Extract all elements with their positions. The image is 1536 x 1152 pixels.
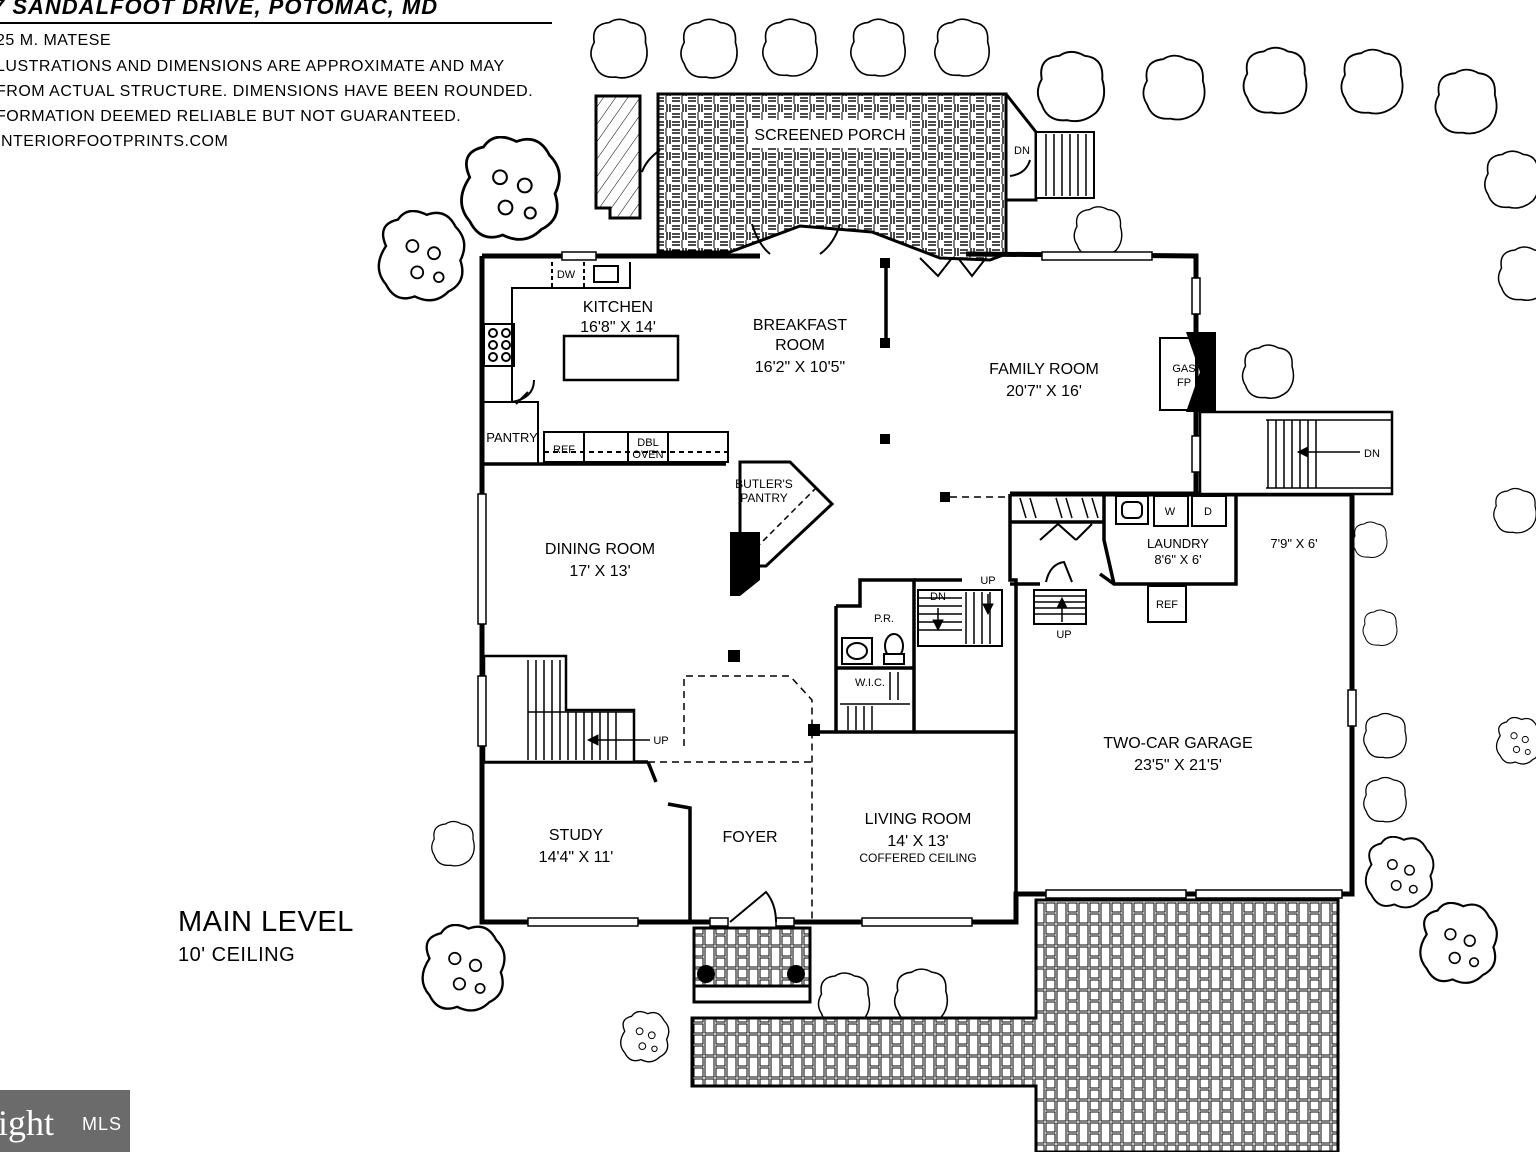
label-butlers-1: BUTLER'S bbox=[735, 477, 793, 491]
interior-walls bbox=[482, 260, 1238, 922]
front-step bbox=[692, 984, 812, 1004]
level-title: MAIN LEVEL bbox=[178, 906, 354, 938]
ceiling-height: 10' CEILING bbox=[178, 944, 296, 966]
dim-study: 14'4" X 11' bbox=[539, 849, 614, 866]
structural-columns bbox=[728, 258, 950, 736]
dim-garage: 23'5" X 21'5' bbox=[1134, 757, 1222, 774]
label-dryer: D bbox=[1204, 506, 1212, 518]
room-labels: SCREENED PORCH KITCHEN 16'8" X 14' BREAK… bbox=[539, 127, 1318, 866]
header-rule bbox=[0, 22, 552, 24]
dim-breakfast: 16'2" X 10'5" bbox=[755, 359, 845, 376]
label-garage: TWO-CAR GARAGE bbox=[1103, 735, 1252, 752]
label-family-room: FAMILY ROOM bbox=[989, 361, 1099, 378]
dim-laundry: 8'6" X 6' bbox=[1154, 552, 1201, 567]
planter-left bbox=[697, 965, 715, 983]
label-basement-dn: DN bbox=[930, 591, 946, 603]
label-oven: OVEN bbox=[632, 449, 663, 461]
dim-family-room: 20'7" X 16' bbox=[1006, 383, 1082, 400]
planter-right bbox=[787, 965, 805, 983]
label-washer: W bbox=[1165, 506, 1176, 518]
dim-kitchen: 16'8" X 14' bbox=[580, 319, 656, 336]
label-fp: FP bbox=[1177, 377, 1191, 389]
note-coffered-ceiling: COFFERED CEILING bbox=[859, 851, 976, 865]
watermark-brand: ight bbox=[0, 1103, 55, 1143]
property-address: 7 SANDALFOOT DRIVE, POTOMAC, MD bbox=[0, 0, 439, 19]
label-kitchen: KITCHEN bbox=[583, 299, 653, 316]
powder-room-fixtures bbox=[840, 633, 910, 730]
foyer-stairs bbox=[482, 654, 650, 764]
label-stairs-dn: DN bbox=[1364, 448, 1380, 460]
label-pantry: PANTRY bbox=[486, 430, 538, 445]
mls-watermark: ight MLS bbox=[0, 1090, 130, 1152]
label-basement-up: UP bbox=[980, 575, 995, 587]
label-dbl: DBL bbox=[637, 437, 658, 449]
driveway bbox=[690, 898, 1340, 1152]
label-kitchen-ref: REF bbox=[553, 444, 575, 456]
label-butlers-2: PANTRY bbox=[740, 491, 788, 505]
gas-fireplace bbox=[1159, 332, 1216, 412]
label-foyer: FOYER bbox=[722, 829, 777, 846]
label-foyer-up: UP bbox=[653, 735, 668, 747]
basement-stairs bbox=[917, 589, 1087, 647]
foyer-dashed-outline bbox=[648, 496, 1010, 922]
butlers-pantry bbox=[730, 460, 835, 596]
label-wic: W.I.C. bbox=[855, 677, 885, 689]
label-dining-room: DINING ROOM bbox=[545, 541, 655, 558]
label-study: STUDY bbox=[549, 827, 604, 844]
label-laundry: LAUNDRY bbox=[1147, 536, 1209, 551]
label-dw: DW bbox=[557, 269, 576, 281]
watermark-mls: MLS bbox=[82, 1114, 123, 1134]
credit-line: 25 M. MATESE bbox=[0, 32, 112, 49]
label-garage-up: UP bbox=[1056, 629, 1071, 641]
label-powder-room: P.R. bbox=[874, 613, 894, 625]
dim-living-room: 14' X 13' bbox=[887, 833, 948, 850]
doors bbox=[515, 149, 1093, 923]
windows bbox=[477, 251, 1357, 927]
label-porch-dn: DN bbox=[1014, 145, 1030, 157]
screened-porch bbox=[594, 92, 1095, 262]
laundry-fixtures bbox=[1019, 495, 1227, 623]
dim-dining-room: 17' X 13' bbox=[569, 563, 630, 580]
label-garage-ref: REF bbox=[1156, 599, 1178, 611]
kitchen-fixtures bbox=[482, 262, 729, 464]
disclaimer-line-3: FORMATION DEEMED RELIABLE BUT NOT GUARAN… bbox=[0, 108, 462, 125]
label-screened-porch: SCREENED PORCH bbox=[754, 127, 905, 144]
label-gas: GAS bbox=[1172, 363, 1195, 375]
label-breakfast-1: BREAKFAST bbox=[753, 317, 847, 334]
dim-storage: 7'9" X 6' bbox=[1270, 536, 1317, 551]
label-breakfast-2: ROOM bbox=[775, 337, 825, 354]
disclaimer-line-1: LUSTRATIONS AND DIMENSIONS ARE APPROXIMA… bbox=[0, 58, 505, 75]
website-line: INTERIORFOOTPRINTS.COM bbox=[0, 133, 229, 150]
disclaimer-line-2: FROM ACTUAL STRUCTURE. DIMENSIONS HAVE B… bbox=[0, 83, 534, 100]
label-living-room: LIVING ROOM bbox=[865, 811, 972, 828]
fixture-labels: DW PANTRY REF DBL OVEN BUTLER'S PANTRY G… bbox=[486, 145, 1380, 747]
